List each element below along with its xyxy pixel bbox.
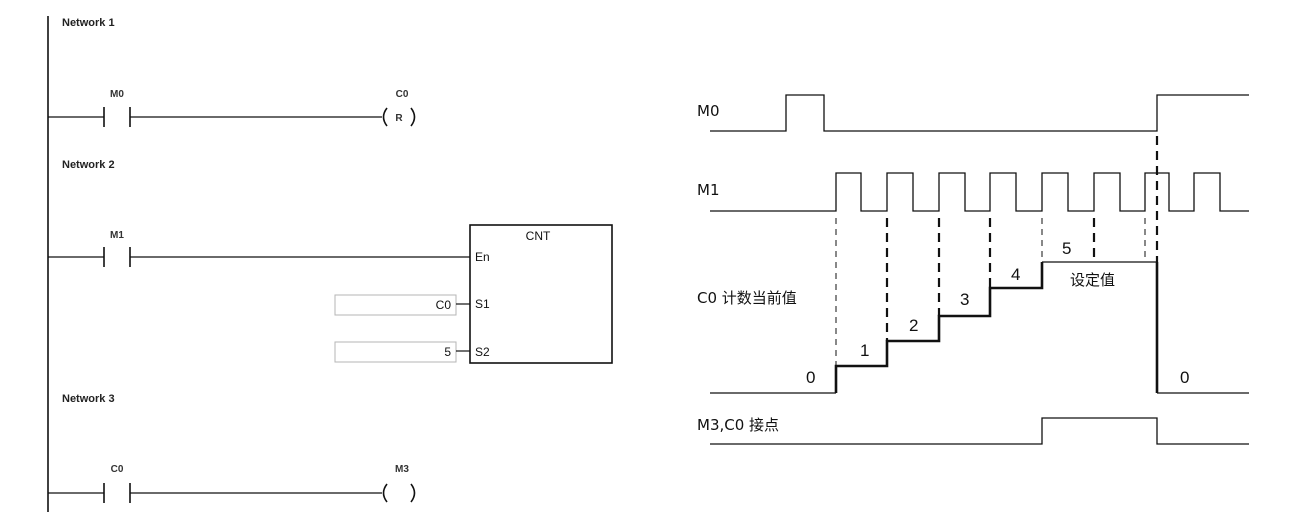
network-1-label: Network 1	[62, 17, 115, 29]
coil-m3[interactable]	[382, 483, 416, 503]
counter-value-5: 5	[1062, 239, 1071, 258]
network-3-label: Network 3	[62, 393, 115, 405]
m0-waveform	[710, 94, 1249, 132]
contact-m0-tag: M0	[110, 89, 124, 100]
contact-c0[interactable]	[48, 483, 382, 503]
timing-label-m0: M0	[697, 102, 720, 120]
contact-m1[interactable]	[48, 247, 470, 267]
setpoint-label: 设定值	[1070, 271, 1115, 289]
counter-value-3: 3	[960, 290, 969, 309]
timing-label-m3-c0-contact: M3,C0 接点	[697, 416, 779, 434]
ladder-diagram: Network 1 M0 C0 R Network 2 M1	[47, 16, 613, 512]
coil-c0-tag: C0	[396, 89, 409, 100]
counter-staircase	[834, 262, 1044, 393]
counter-value-after-reset: 0	[1180, 368, 1189, 387]
cnt-block-title: CNT	[526, 229, 551, 243]
cnt-function-block[interactable]: CNT En S1 S2	[469, 224, 613, 364]
s2-operand-field[interactable]: 5	[334, 341, 470, 363]
cnt-pin-s2: S2	[475, 345, 490, 359]
timing-label-c0-current: C0 计数当前值	[697, 289, 797, 307]
coil-m3-tag: M3	[395, 464, 409, 475]
counter-value-4: 4	[1011, 265, 1020, 284]
timing-label-m1: M1	[697, 181, 720, 199]
network-1: Network 1 M0 C0 R	[48, 17, 416, 127]
s1-operand-value: C0	[436, 298, 452, 312]
contact-m1-tag: M1	[110, 230, 124, 241]
cnt-pin-en: En	[475, 250, 490, 264]
m1-waveform	[710, 172, 1249, 212]
counter-value-1: 1	[860, 341, 869, 360]
coil-c0-reset[interactable]: R	[382, 107, 416, 127]
timing-diagram: M0 M1 C0 计数当前值 M3,C0 接点 0 1 2 3 4 5 0 设定…	[697, 94, 1249, 445]
network-2: Network 2 M1 CNT En S1 S2 C0	[48, 159, 613, 364]
counter-value-0: 0	[806, 368, 815, 387]
counter-value-2: 2	[909, 316, 918, 335]
s1-operand-field[interactable]: C0	[334, 294, 470, 316]
contact-m0[interactable]	[48, 107, 382, 127]
cnt-pin-s1: S1	[475, 297, 490, 311]
coil-c0-symbol: R	[395, 113, 403, 124]
network-2-label: Network 2	[62, 159, 115, 171]
contact-c0-tag: C0	[111, 464, 124, 475]
network-3: Network 3 C0 M3	[48, 393, 416, 503]
m3-c0-contact-waveform	[710, 417, 1249, 445]
s2-operand-value: 5	[444, 345, 451, 359]
